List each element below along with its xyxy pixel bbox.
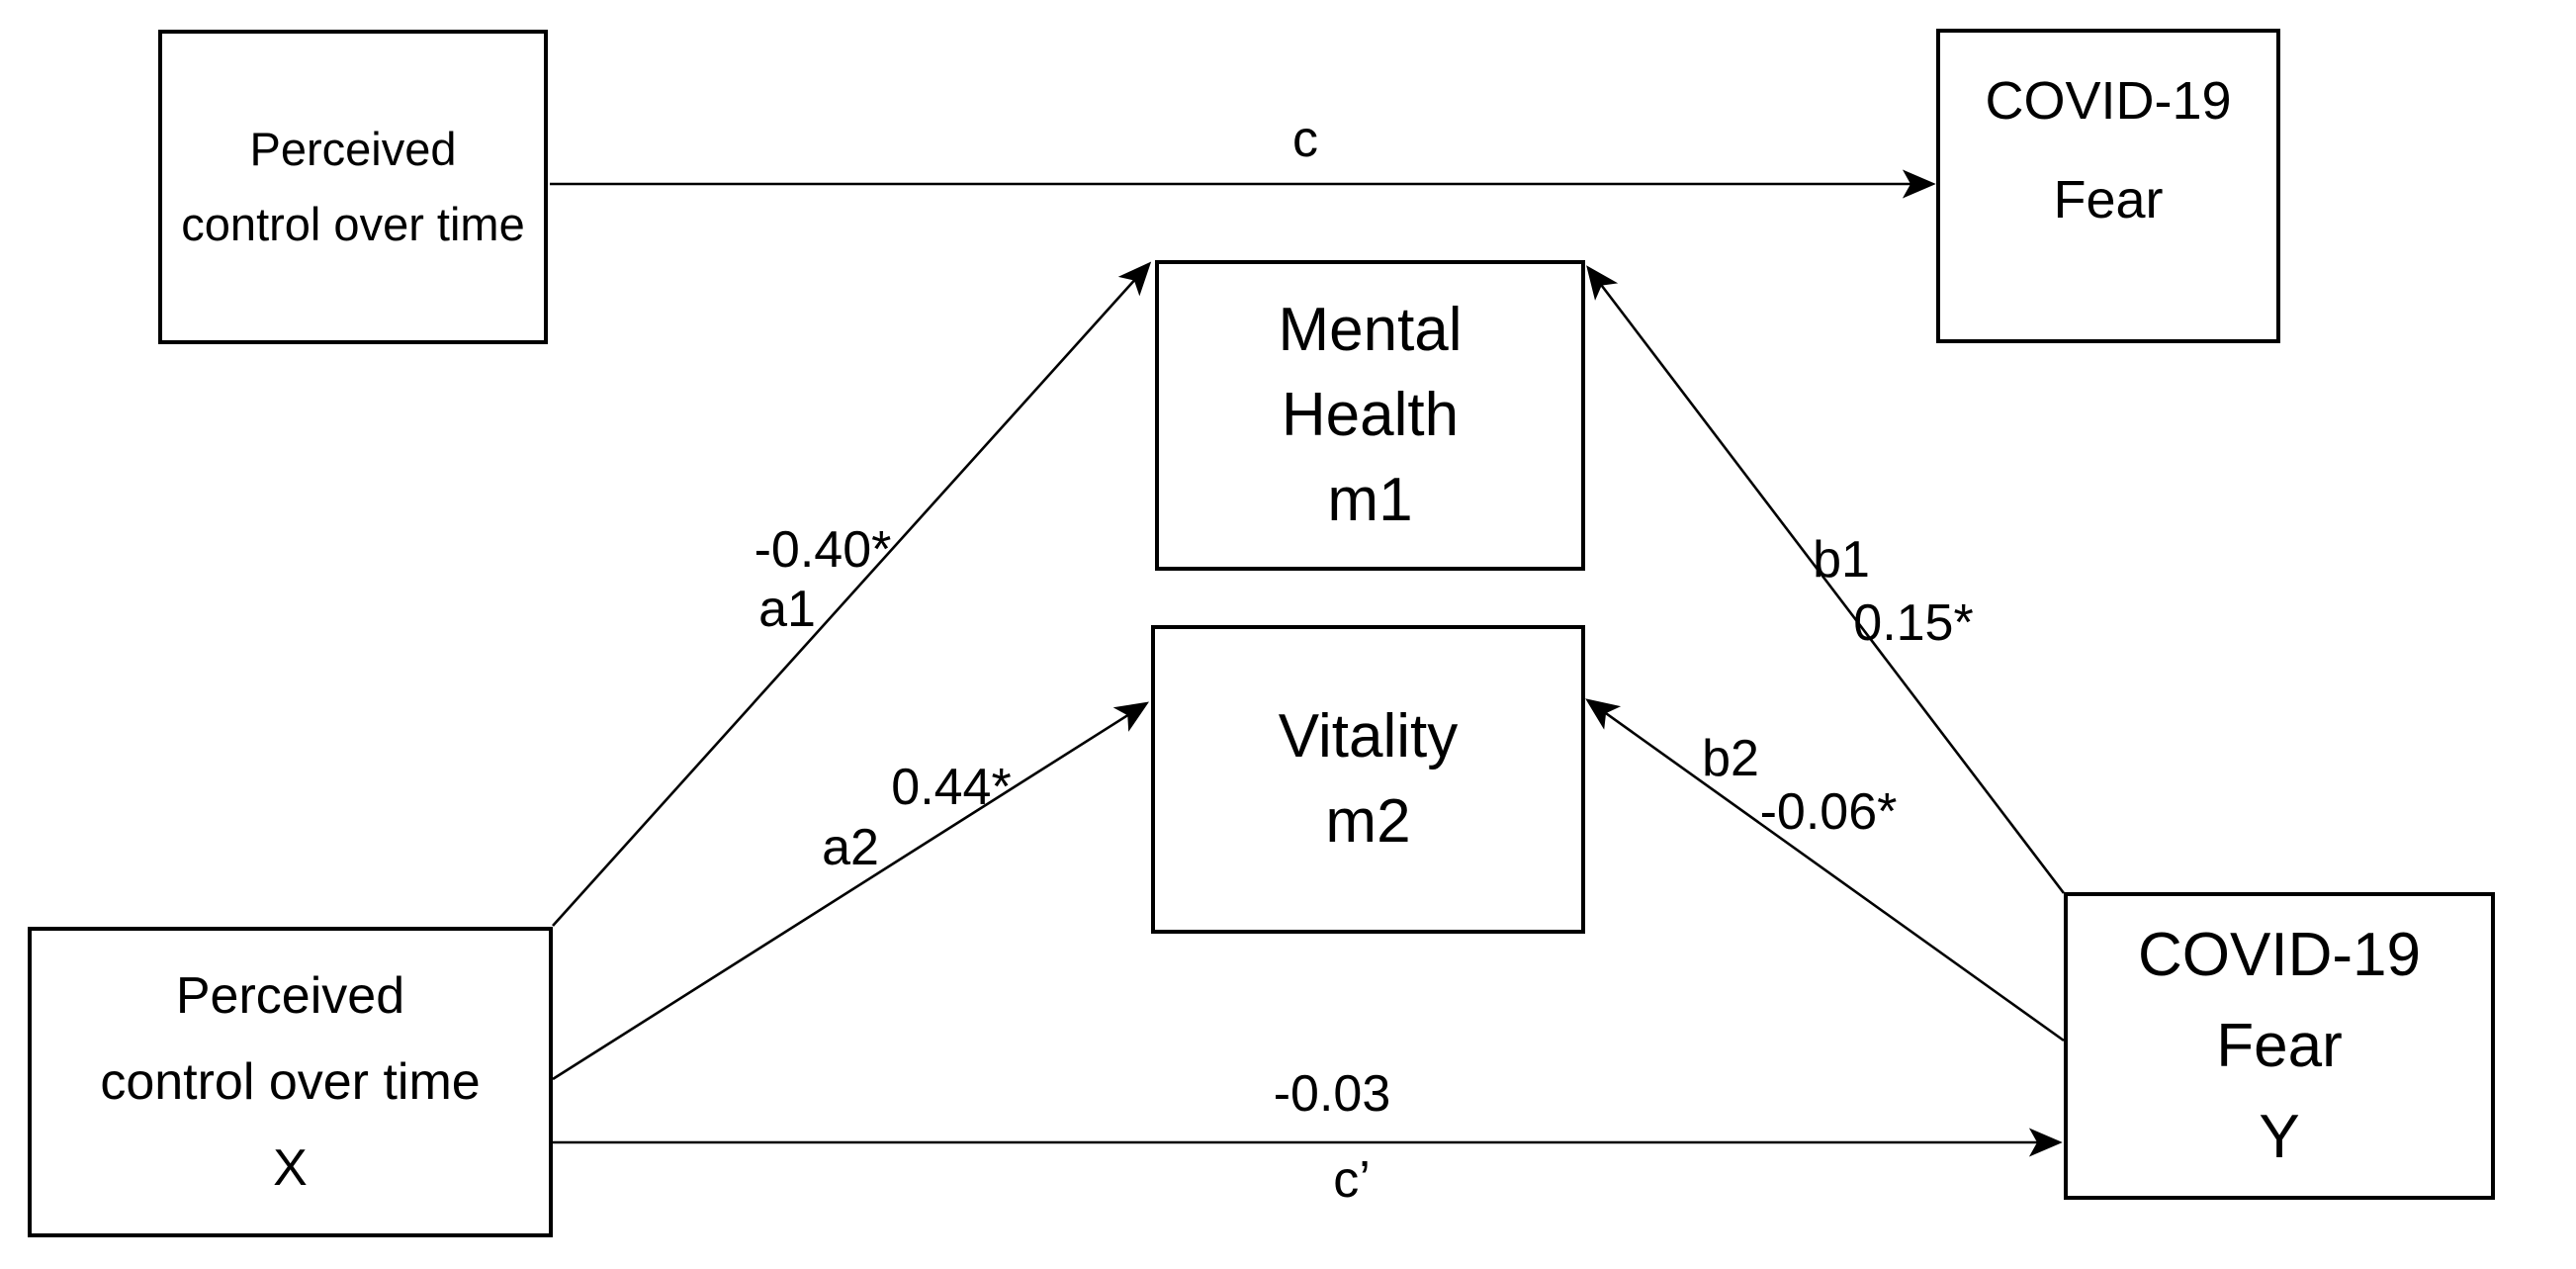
label-path-a1: a1 (758, 581, 816, 638)
path-b2-arrow (1585, 698, 2065, 1042)
node-text-line: Fear (2216, 1011, 2343, 1080)
node-text-line: X (273, 1138, 308, 1197)
label-path-b2: b2 (1702, 730, 1759, 787)
node-predictor-top: Perceived control over time (158, 30, 548, 344)
node-mediator-m2: Vitality m2 (1151, 625, 1585, 934)
label-path-a2-coefficient: 0.44* (891, 759, 1012, 816)
path-a1-arrow (552, 261, 1152, 927)
node-text-line: COVID-19 (1985, 71, 2232, 131)
node-text-line: control over time (181, 198, 525, 250)
label-path-b1: b1 (1813, 531, 1870, 589)
label-path-c: c (1292, 111, 1318, 168)
label-path-a2: a2 (822, 819, 879, 876)
node-outcome-top: COVID-19 Fear (1936, 29, 2280, 343)
node-text-line: Perceived (175, 966, 405, 1025)
node-text-line: control over time (100, 1052, 481, 1111)
node-text-line: Perceived (249, 123, 457, 175)
path-b1-arrow (1586, 265, 2066, 894)
label-path-a1-coefficient: -0.40* (754, 521, 892, 579)
label-path-c-prime-coefficient: -0.03 (1273, 1065, 1391, 1123)
node-text-line: m2 (1325, 787, 1411, 856)
node-text-line: Vitality (1278, 702, 1459, 770)
node-text-line: m1 (1327, 466, 1413, 534)
node-outcome-y: COVID-19 Fear Y (2064, 892, 2495, 1200)
node-text-line: Y (2259, 1102, 2300, 1171)
node-text-line: COVID-19 (2138, 920, 2421, 989)
label-path-b1-coefficient: 0.15* (1853, 594, 1974, 652)
node-text-line: Fear (2053, 170, 2164, 229)
node-mediator-m1: Mental Health m1 (1155, 260, 1585, 571)
path-a2-arrow (552, 701, 1149, 1081)
label-path-b2-coefficient: -0.06* (1759, 783, 1898, 841)
node-text-line: Health (1281, 381, 1460, 449)
label-path-c-prime: c’ (1333, 1151, 1371, 1209)
node-text-line: Mental (1278, 296, 1463, 364)
node-predictor-x: Perceived control over time X (28, 927, 553, 1237)
